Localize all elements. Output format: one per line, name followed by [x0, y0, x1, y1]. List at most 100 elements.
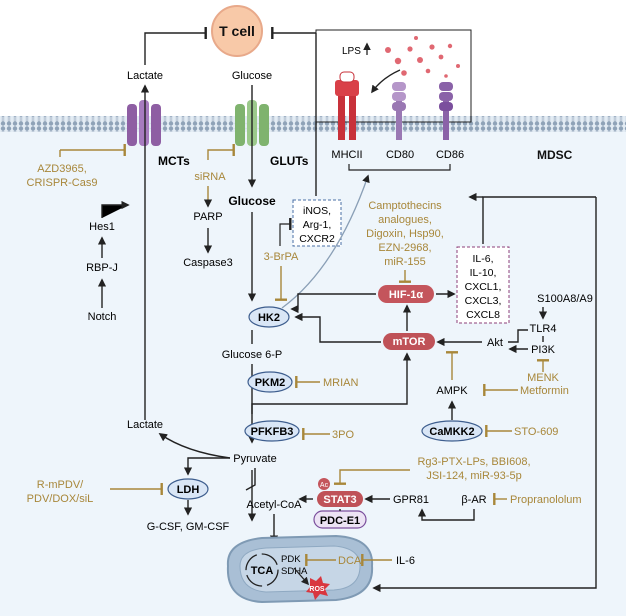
ros-burst-icon — [306, 576, 330, 600]
gpr81-label: GPR81 — [393, 494, 429, 506]
rbpj-label: RBP-J — [86, 262, 118, 274]
tlr4-label: TLR4 — [530, 323, 557, 335]
mhcii-label: MHCII — [331, 149, 362, 161]
mdsc-label: MDSC — [537, 148, 573, 162]
lactate-top-label: Lactate — [127, 70, 163, 82]
betaar-to-gpr81-arrow — [417, 508, 475, 521]
stat3-label: STAT3 — [323, 494, 356, 506]
lps-binding-arrow — [371, 69, 401, 94]
camkk2-label: CaMKK2 — [429, 426, 474, 438]
cytokine-1: IL-6, — [472, 253, 493, 265]
s100-label: S100A8/A9 — [537, 293, 593, 305]
cell-membrane — [0, 116, 626, 132]
ldh-node — [167, 478, 209, 500]
tlr4-to-akt-line — [508, 329, 528, 343]
camkk2-node — [421, 420, 483, 442]
ldh-inhibitor-2: PDV/DOX/siL — [27, 493, 94, 505]
pyruvate-branch-line — [245, 468, 256, 491]
immuno-mediator-3: CXCR2 — [299, 233, 335, 245]
pkm2-label: PKM2 — [255, 377, 286, 389]
mct-inhibitor-2: CRISPR-Cas9 — [27, 177, 98, 189]
cytokine-3: CXCL1, — [465, 281, 502, 293]
tca-to-ros-arrow — [293, 567, 310, 586]
hk2-label: HK2 — [258, 312, 280, 324]
lactate-mid-label: Lactate — [127, 419, 163, 431]
ac-label: Ac — [320, 482, 329, 489]
parp-label: PARP — [193, 211, 222, 223]
immuno-box-inhibition-line — [279, 218, 292, 246]
pdk-label: PDK — [281, 554, 301, 565]
pyruvate-to-lactate-arrow — [158, 433, 231, 459]
glucose-inner-label: Glucose — [228, 194, 276, 208]
akt-label: Akt — [487, 337, 503, 349]
sirna-glut-inhibitor-line — [207, 144, 235, 160]
pfkfb3-to-mtor-arrow — [251, 352, 412, 414]
mtor-node — [383, 333, 435, 350]
hif-inhibitor-1: Camptothecins — [368, 200, 442, 212]
hif-inhibitor-4: EZN-2968, — [378, 242, 431, 254]
immuno-mediator-2: Arg-1, — [303, 219, 332, 231]
metformin-label: Metformin — [520, 385, 569, 397]
hk2-to-mhcii-arrow — [281, 174, 370, 309]
hif-inhibitor-5: miR-155 — [384, 256, 426, 268]
hk2-node — [248, 306, 290, 328]
cytokine-2: IL-10, — [470, 267, 497, 279]
menk-label: MENK — [527, 372, 559, 384]
glut-transporter-icon — [235, 100, 269, 146]
threepo-label: 3PO — [332, 429, 354, 441]
glucose6p-label: Glucose 6-P — [222, 349, 283, 361]
il6-label: IL-6 — [396, 555, 415, 567]
pfkfb3-node — [244, 420, 300, 442]
pfkfb3-label: PFKFB3 — [251, 426, 294, 438]
acetylation-marker — [318, 478, 330, 490]
propranolol-label: Propranololum — [510, 494, 582, 506]
mitochondrion-icon — [226, 534, 374, 604]
lps-label: LPS — [342, 46, 361, 57]
hif-inhibitor-3: Digoxin, Hsp90, — [366, 228, 444, 240]
ampk-label: AMPK — [436, 385, 468, 397]
cytokine-box — [456, 246, 510, 324]
hes1-to-mct-arrow — [101, 200, 130, 218]
cd86-receptor-icon — [439, 82, 453, 140]
cd80-label: CD80 — [386, 149, 414, 161]
lactate-inhibits-tcell-line — [144, 27, 207, 65]
stat3-inhibitor-1: Rg3-PTX-LPs, BBI608, — [417, 456, 530, 468]
hif-inhibitor-2: analogues, — [378, 214, 432, 226]
receptor-frame — [315, 29, 472, 123]
gcsf-label: G-CSF, GM-CSF — [147, 521, 230, 533]
mrian-label: MRIAN — [323, 377, 359, 389]
pyruvate-to-ldh-arrow — [183, 457, 230, 476]
hif1a-to-hk2-arrow — [290, 293, 376, 314]
mhc-bracket — [348, 164, 451, 171]
hes1-label: Hes1 — [89, 221, 115, 233]
tca-label: TCA — [251, 565, 274, 577]
pi3k-label: PI3K — [531, 344, 556, 356]
dca-label: DCA — [338, 555, 362, 567]
mtor-to-hk2-arrow — [294, 312, 381, 343]
caspase3-label: Caspase3 — [183, 257, 233, 269]
pkm2-node — [247, 371, 293, 393]
cytokine-4: CXCL3, — [465, 295, 502, 307]
tca-cycle-icon — [245, 553, 279, 587]
pyruvate-label: Pyruvate — [233, 453, 276, 465]
pdc-e1-label: PDC-E1 — [320, 515, 360, 527]
stat3-inhibitor-2: JSI-124, miR-93-5p — [426, 470, 521, 482]
ldh-label: LDH — [177, 484, 200, 496]
stat3-inhibitor-line — [334, 469, 410, 485]
mtor-label: mTOR — [393, 336, 426, 348]
brpa-label: 3-BrPA — [264, 251, 299, 263]
sto609-label: STO-609 — [514, 426, 558, 438]
stat3-node — [317, 491, 363, 507]
cd80-receptor-icon — [392, 82, 406, 140]
cytokine-5: CXCL8 — [466, 309, 500, 321]
immuno-mediator-box — [292, 199, 342, 247]
ros-feedback-arrow — [372, 197, 597, 593]
hif1a-node — [378, 285, 434, 303]
gluts-label: GLUTs — [270, 154, 309, 168]
t-cell-icon — [211, 5, 263, 57]
lps-particles — [385, 36, 460, 78]
cd86-label: CD86 — [436, 149, 464, 161]
sirna-label: siRNA — [194, 171, 226, 183]
mcts-label: MCTs — [158, 154, 190, 168]
